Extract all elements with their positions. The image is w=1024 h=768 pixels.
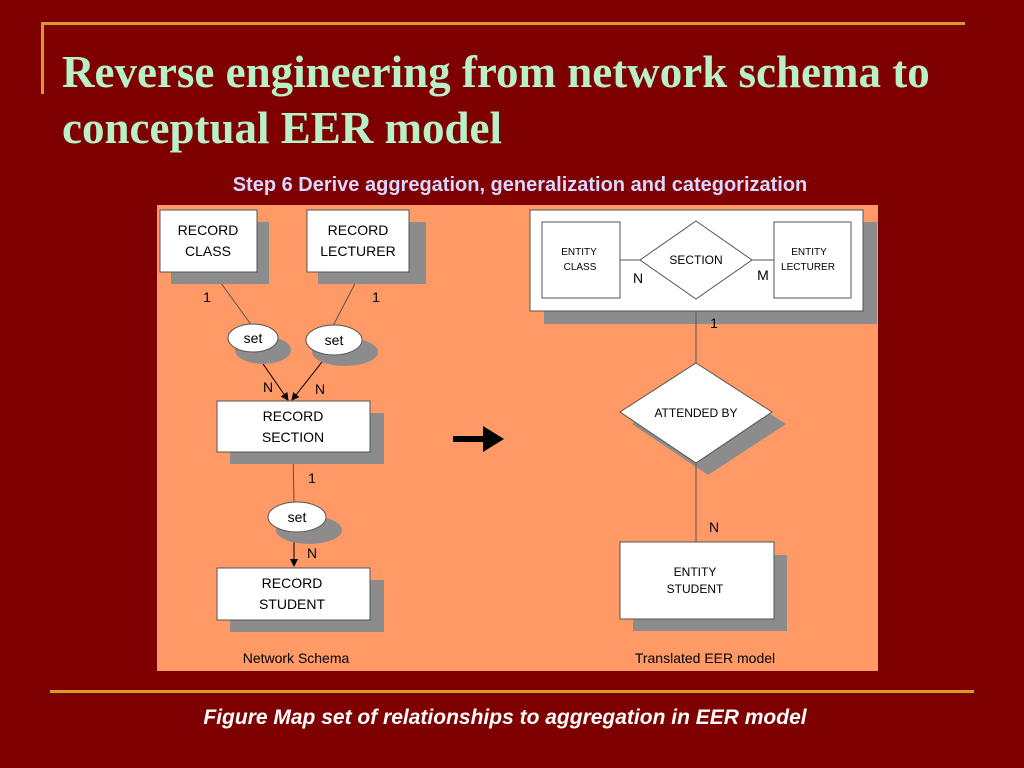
record-lecturer-line2: LECTURER [320, 243, 395, 259]
record-section-line2: SECTION [262, 429, 324, 445]
network-card-student: N [307, 545, 317, 561]
set-label-2: set [325, 332, 344, 348]
entity-lecturer-line2: LECTURER [781, 262, 835, 273]
set-ellipse-lecturer: set [305, 324, 378, 366]
record-class-box: RECORD CLASS [159, 209, 269, 284]
eer-card-n: N [633, 270, 643, 286]
set-label-3: set [288, 509, 307, 525]
record-student-line1: RECORD [262, 575, 323, 591]
entity-student-line1: ENTITY [674, 565, 717, 579]
diagram-canvas: RECORD CLASS RECORD LECTURER 1 1 set set… [159, 209, 877, 666]
attended-by-label: ATTENDED BY [654, 406, 737, 420]
network-card-n-left: N [263, 379, 273, 395]
attended-by-diamond: ATTENDED BY [619, 362, 786, 475]
network-card-lecturer: 1 [372, 289, 380, 305]
record-student-box: RECORD STUDENT [216, 567, 384, 632]
record-lecturer-box: RECORD LECTURER [306, 209, 426, 284]
figure-caption: Figure Map set of relationships to aggre… [203, 706, 807, 729]
eer-card-m: M [757, 267, 769, 283]
accent-bottom-line [50, 690, 974, 693]
eer-card-one: 1 [710, 315, 718, 331]
entity-class-line2: CLASS [564, 262, 597, 273]
network-card-section: 1 [308, 470, 316, 486]
accent-vertical-line [41, 22, 44, 94]
diagram-panel: RECORD CLASS RECORD LECTURER 1 1 set set… [157, 205, 878, 671]
transform-arrow [453, 426, 504, 452]
network-card-class: 1 [203, 289, 211, 305]
entity-student-line2: STUDENT [667, 582, 724, 596]
slide-title: Reverse engineering from network schema … [62, 47, 930, 153]
slide-subtitle: Step 6 Derive aggregation, generalizatio… [232, 174, 808, 196]
section-rel-label: SECTION [669, 253, 722, 267]
record-class-line2: CLASS [185, 243, 231, 259]
section-relationship-diamond: SECTION [639, 220, 753, 300]
set-ellipse-section: set [267, 501, 342, 544]
set-ellipse-class: set [227, 323, 291, 364]
translated-eer-label: Translated EER model [635, 650, 775, 666]
entity-class-box: ENTITY CLASS [541, 221, 621, 299]
record-class-line1: RECORD [178, 222, 239, 238]
entity-lecturer-box: ENTITY LECTURER [773, 221, 852, 299]
record-section-line1: RECORD [263, 408, 324, 424]
eer-card-student: N [709, 519, 719, 535]
record-lecturer-line1: RECORD [328, 222, 389, 238]
record-section-box: RECORD SECTION [216, 400, 384, 464]
entity-student-box: ENTITY STUDENT [619, 541, 787, 631]
network-card-n-right: N [315, 381, 325, 397]
entity-class-line1: ENTITY [561, 247, 597, 258]
accent-top-line [41, 22, 965, 25]
network-schema-label: Network Schema [243, 650, 350, 666]
set-label-1: set [244, 330, 263, 346]
record-student-line2: STUDENT [259, 596, 326, 612]
entity-lecturer-line1: ENTITY [791, 247, 827, 258]
